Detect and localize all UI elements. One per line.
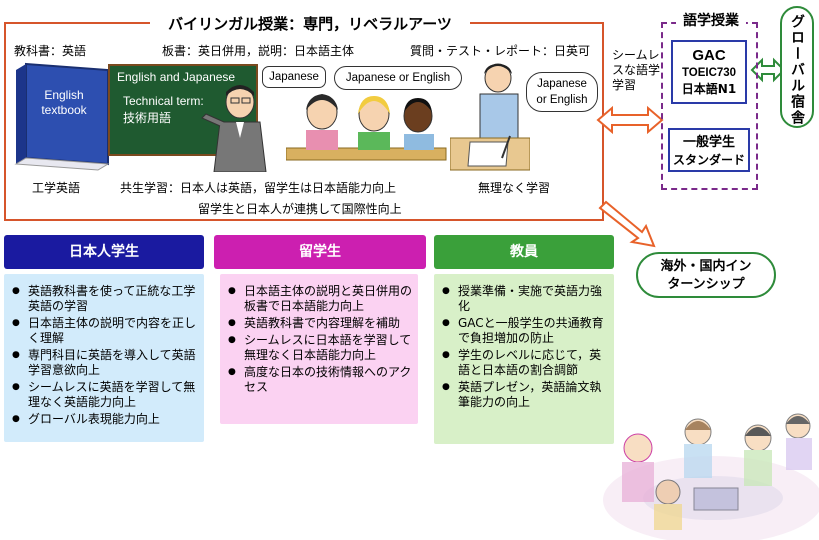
list-item: シームレスに日本語を学習して無理なく日本語能力向上 (226, 333, 414, 363)
bubble-japanese-or-english: Japanese or English (334, 66, 462, 90)
list-item: シームレスに英語を学習して無理なく英語能力向上 (10, 380, 200, 410)
textbook-label: 教科書：英語 (14, 44, 87, 58)
studying-student-icon (450, 63, 530, 171)
caption-international: 留学生と日本人が連携して国際性向上 (198, 202, 402, 216)
textbook-icon (14, 62, 110, 171)
caption-engineering-english: 工学英語 (32, 181, 81, 195)
list-item: GACと一般学生の共通教育で負担増加の防止 (440, 316, 610, 346)
seamless-double-arrow-icon (596, 105, 664, 135)
list-item: 学生のレベルに応じて，英語と日本語の割合調節 (440, 348, 610, 378)
board-line3: 技術用語 (123, 111, 172, 125)
global-dorm: グローバル宿舎 (780, 6, 814, 128)
general-student-box: 一般学生 スタンダード (668, 128, 750, 172)
main-title: バイリンガル授業：専門，リベラルアーツ (150, 13, 470, 35)
panel-international-students: 日本語主体の説明と英日併用の板書で日本語能力向上 英語教科書で内容理解を補助 シ… (220, 274, 418, 424)
board-label: 板書：英日併用，説明：日本語主体 (162, 44, 355, 58)
book-title-line1: English (44, 88, 84, 102)
board-line2: Technical term: (123, 94, 204, 108)
list-item: 日本語主体の説明と英日併用の板書で日本語能力向上 (226, 284, 414, 314)
list-item: グローバル表現能力向上 (10, 412, 200, 427)
panel-faculty: 授業準備・実施で英語力強化 GACと一般学生の共通教育で負担増加の防止 学生のレ… (434, 274, 614, 444)
group-study-illustration (603, 413, 819, 540)
list-item: 専門科目に英語を導入して英語学習意欲向上 (10, 348, 200, 378)
panel-head-faculty: 教員 (434, 235, 614, 269)
panel-japanese-students: 英語教科書を使って正統な工学英語の学習 日本語主体の説明で内容を正しく理解 専門… (4, 274, 204, 442)
teacher-icon (201, 85, 267, 172)
book-title-line2: textbook (41, 103, 87, 117)
bubble-japanese-or-english-2: Japanese or English (526, 72, 598, 112)
students-icon (286, 94, 447, 161)
board-line1: English and Japanese (117, 70, 236, 84)
qa-label: 質問・テスト・レポート：日英可 (410, 44, 591, 58)
list-item: 授業準備・実施で英語力強化 (440, 284, 610, 314)
bubble-japanese: Japanese (262, 66, 326, 88)
seamless-label: シームレ スな語学 学習 (612, 48, 661, 92)
panel-head-international-students: 留学生 (214, 235, 426, 269)
caption-comfortable-learning: 無理なく学習 (478, 181, 551, 195)
list-item: 高度な日本の技術情報へのアクセス (226, 365, 414, 395)
gac-box: GAC TOEIC730 日本語N1 (671, 40, 747, 104)
language-class-title: 語学授業 (676, 10, 746, 30)
caption-mutual-learning: 共生学習：日本人は英語，留学生は日本語能力向上 (120, 181, 397, 195)
internship-oval: 海外・国内イン ターンシップ (636, 252, 776, 298)
list-item: 日本語主体の説明で内容を正しく理解 (10, 316, 200, 346)
list-item: 英語教科書で内容理解を補助 (226, 316, 414, 331)
panel-head-japanese-students: 日本人学生 (4, 235, 204, 269)
internship-arrow-icon (598, 200, 656, 248)
list-item: 英語プレゼン，英語論文執筆能力の向上 (440, 380, 610, 410)
list-item: 英語教科書を使って正統な工学英語の学習 (10, 284, 200, 314)
